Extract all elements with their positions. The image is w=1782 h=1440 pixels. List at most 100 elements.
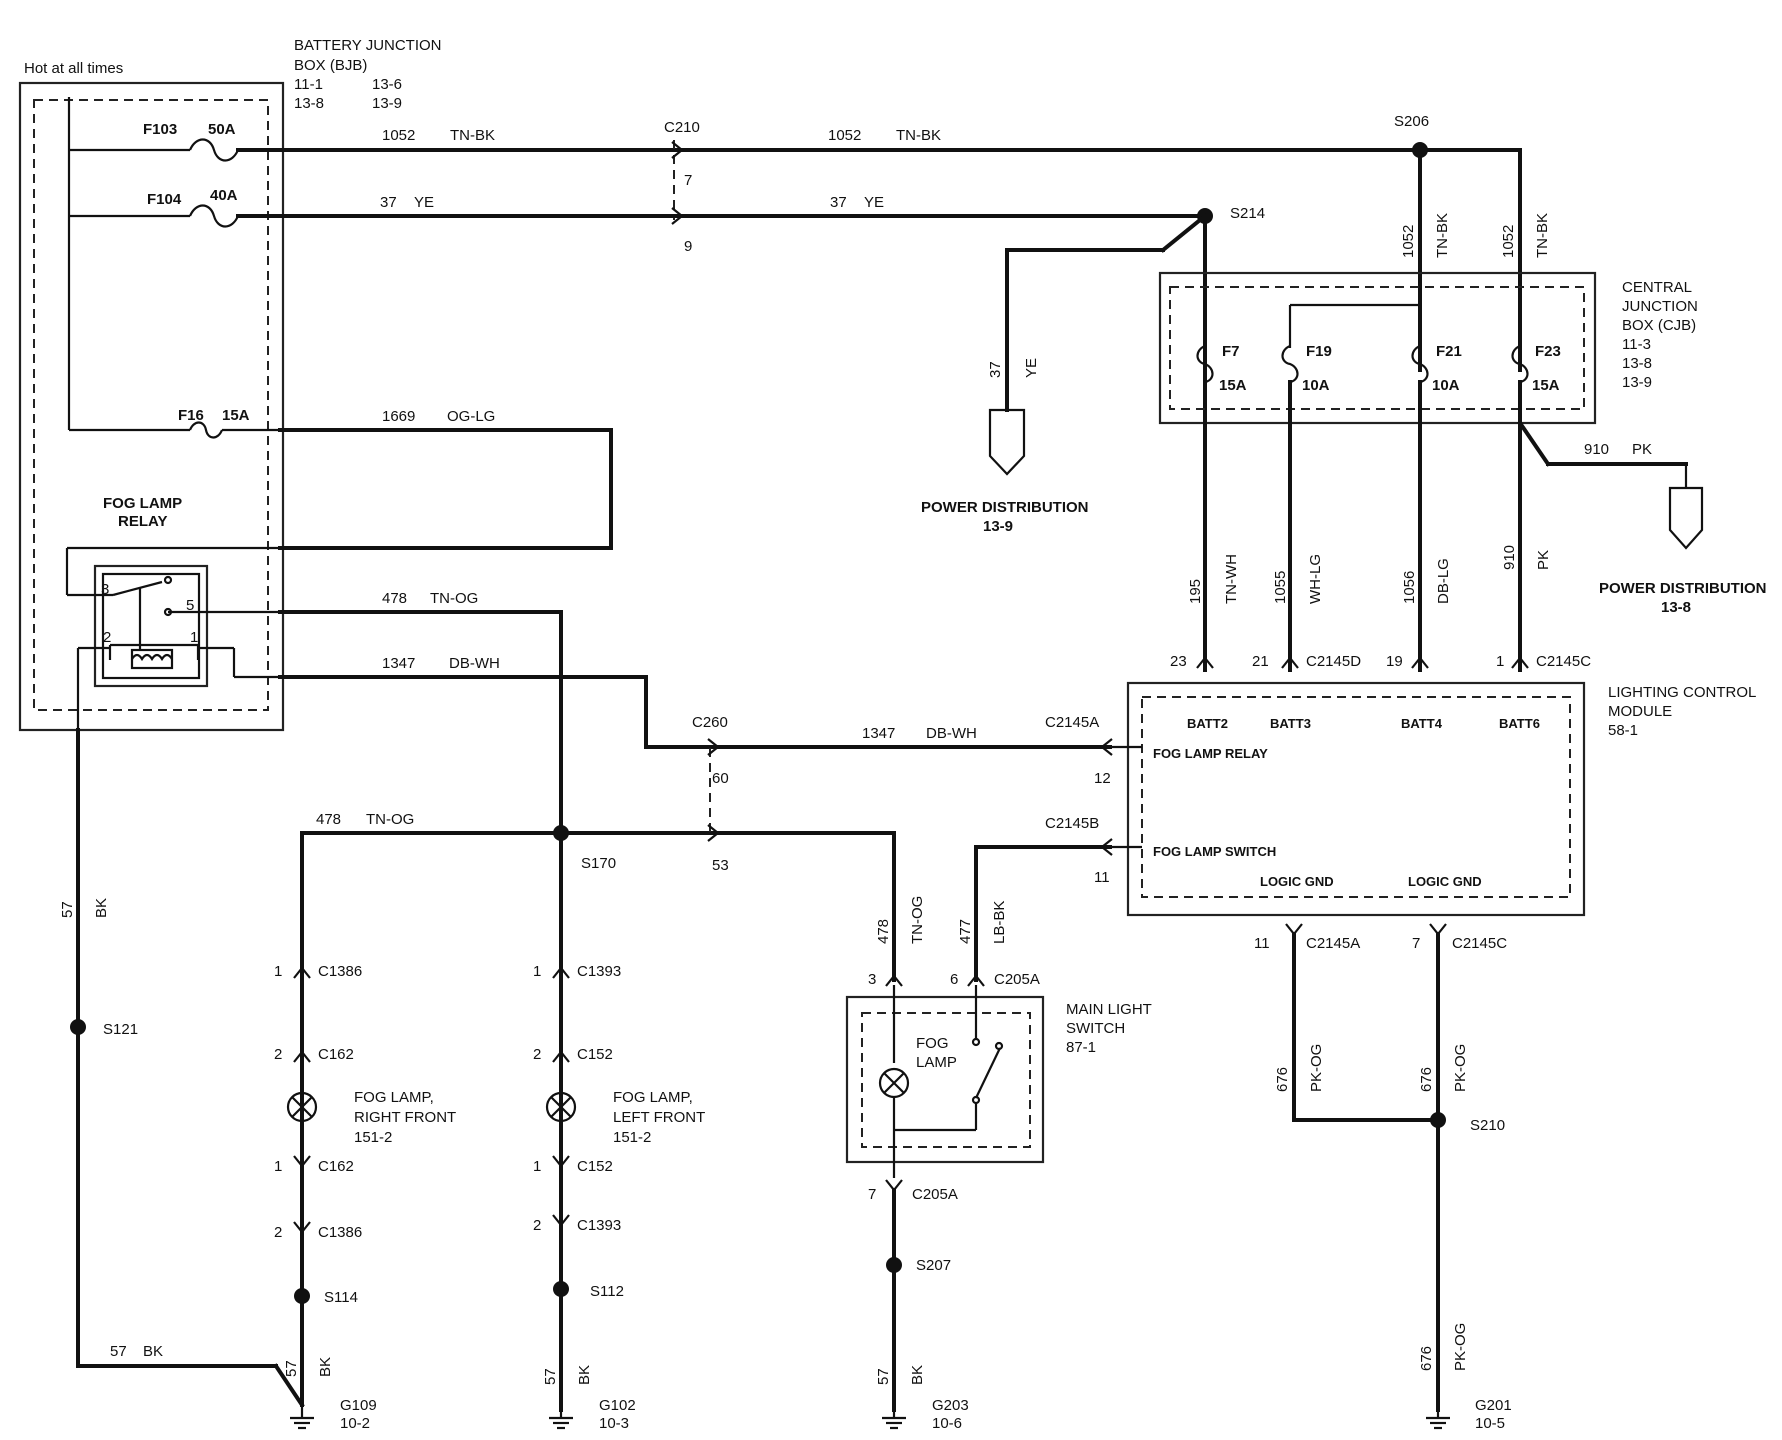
relay-title: FOG LAMP <box>103 495 182 512</box>
wire-color: BK <box>576 1365 593 1385</box>
cjb-title: BOX (CJB) <box>1622 317 1696 334</box>
switch-ref: 87-1 <box>1066 1039 1096 1056</box>
lcm-pin-name: BATT3 <box>1270 716 1311 731</box>
pin-label: 12 <box>1094 770 1111 787</box>
relay-pin: 5 <box>186 597 194 614</box>
pin-label: 23 <box>1170 653 1187 670</box>
central-junction-box <box>1158 271 1597 425</box>
splice-label: S214 <box>1230 205 1265 222</box>
pin-label: 6 <box>950 971 958 988</box>
connector-label: C1393 <box>577 1217 621 1234</box>
relay-subtitle: RELAY <box>118 513 167 530</box>
wire-color: BK <box>93 898 110 918</box>
pin-label: 1 <box>1496 653 1504 670</box>
ground-label: G201 <box>1475 1397 1512 1414</box>
relay-pin: 1 <box>190 629 198 646</box>
wire-color: TN-BK <box>1434 213 1451 258</box>
pin-label: 53 <box>712 857 729 874</box>
fuse-rating: 15A <box>1532 377 1560 394</box>
connector-label: C210 <box>664 119 700 136</box>
wire-color: YE <box>414 194 434 211</box>
wire-number: 478 <box>382 590 407 607</box>
bjb-ref: 13-6 <box>372 76 402 93</box>
fog-lamp-title: FOG LAMP, <box>354 1089 434 1106</box>
wire-color: LB-BK <box>991 901 1008 944</box>
connector-arrow <box>885 974 903 987</box>
fog-lamp-label: LAMP <box>916 1054 957 1071</box>
wire-color: PK <box>1535 550 1552 570</box>
fuse-f104 <box>188 204 282 228</box>
wire-number: 676 <box>1418 1067 1435 1092</box>
cjb-ref: 13-8 <box>1622 355 1652 372</box>
pin-label: 1 <box>533 963 541 980</box>
wire-number: 1052 <box>828 127 861 144</box>
connector-label: C162 <box>318 1046 354 1063</box>
fuse-label: F7 <box>1222 343 1240 360</box>
wire-number: 1347 <box>382 655 415 672</box>
wire-number: 1052 <box>1500 225 1517 258</box>
wire-number: 57 <box>110 1343 127 1360</box>
pin-label: 21 <box>1252 653 1269 670</box>
hot-at-all-times-label: Hot at all times <box>24 60 123 77</box>
cjb-title: CENTRAL <box>1622 279 1692 296</box>
wire-number: 478 <box>875 919 892 944</box>
bjb-ref: 13-8 <box>294 95 324 112</box>
power-distribution-arrow <box>988 408 1026 476</box>
pin-label: 1 <box>533 1158 541 1175</box>
wire-number: 195 <box>1187 579 1204 604</box>
fuse-f7 <box>1196 344 1214 384</box>
connector-label: C2145C <box>1536 653 1591 670</box>
wire-number: 910 <box>1501 545 1518 570</box>
connector-c210 <box>671 140 684 225</box>
splice-label: S114 <box>324 1289 358 1306</box>
wire-477 <box>974 838 1142 982</box>
lcm-title: MODULE <box>1608 703 1672 720</box>
pin-label: 3 <box>868 971 876 988</box>
wire-color: TN-OG <box>909 896 926 944</box>
connector-label: C2145A <box>1045 714 1099 731</box>
power-distribution-label: POWER DISTRIBUTION <box>1599 580 1767 597</box>
switch-title: MAIN LIGHT <box>1066 1001 1152 1018</box>
wire-color: TN-OG <box>430 590 478 607</box>
wire-number: 37 <box>380 194 397 211</box>
connector-label: C205A <box>994 971 1040 988</box>
connector-label: C152 <box>577 1046 613 1063</box>
splice-label: S121 <box>103 1021 138 1038</box>
wire-number: 676 <box>1418 1346 1435 1371</box>
wire-color: PK <box>1632 441 1652 458</box>
wire-color: TN-OG <box>366 811 414 828</box>
pin-label: 7 <box>1412 935 1420 952</box>
fuse-f19 <box>1281 344 1299 384</box>
cjb-ref: 11-3 <box>1622 336 1651 353</box>
wire-number: 1052 <box>382 127 415 144</box>
fuse-rating: 10A <box>1432 377 1460 394</box>
logic-ground-wires <box>1285 923 1447 1412</box>
bjb-ref: 11-1 <box>294 76 323 93</box>
wire-color: TN-WH <box>1223 554 1240 604</box>
connector-label: C2145D <box>1306 653 1361 670</box>
connector-c260 <box>707 738 720 842</box>
fog-lamp-title: LEFT FRONT <box>613 1109 705 1126</box>
wire-color: PK-OG <box>1452 1323 1469 1371</box>
wire-number: 57 <box>283 1360 300 1377</box>
bjb-subtitle: BOX (BJB) <box>294 57 367 74</box>
fog-lamp-left-front-circuit <box>545 966 577 1297</box>
fog-lamp-label: FOG <box>916 1035 949 1052</box>
wire-1052 <box>278 142 1522 372</box>
connector-label: C162 <box>318 1158 354 1175</box>
battery-junction-box <box>18 81 285 732</box>
splice-label: S112 <box>590 1283 624 1300</box>
wire-number: 57 <box>59 901 76 918</box>
lcm-feeds <box>1196 380 1529 672</box>
fuse-label: F19 <box>1306 343 1332 360</box>
wire-1669 <box>278 428 613 550</box>
cjb-title: JUNCTION <box>1622 298 1698 315</box>
lcm-pin-name: BATT4 <box>1401 716 1443 731</box>
fuse-rating: 10A <box>1302 377 1330 394</box>
wire-number: 478 <box>316 811 341 828</box>
fog-lamp-relay <box>65 546 280 730</box>
fuse-f103 <box>188 138 282 162</box>
fog-lamp-right-front-circuit <box>286 966 318 1304</box>
wire-number: 57 <box>542 1368 559 1385</box>
